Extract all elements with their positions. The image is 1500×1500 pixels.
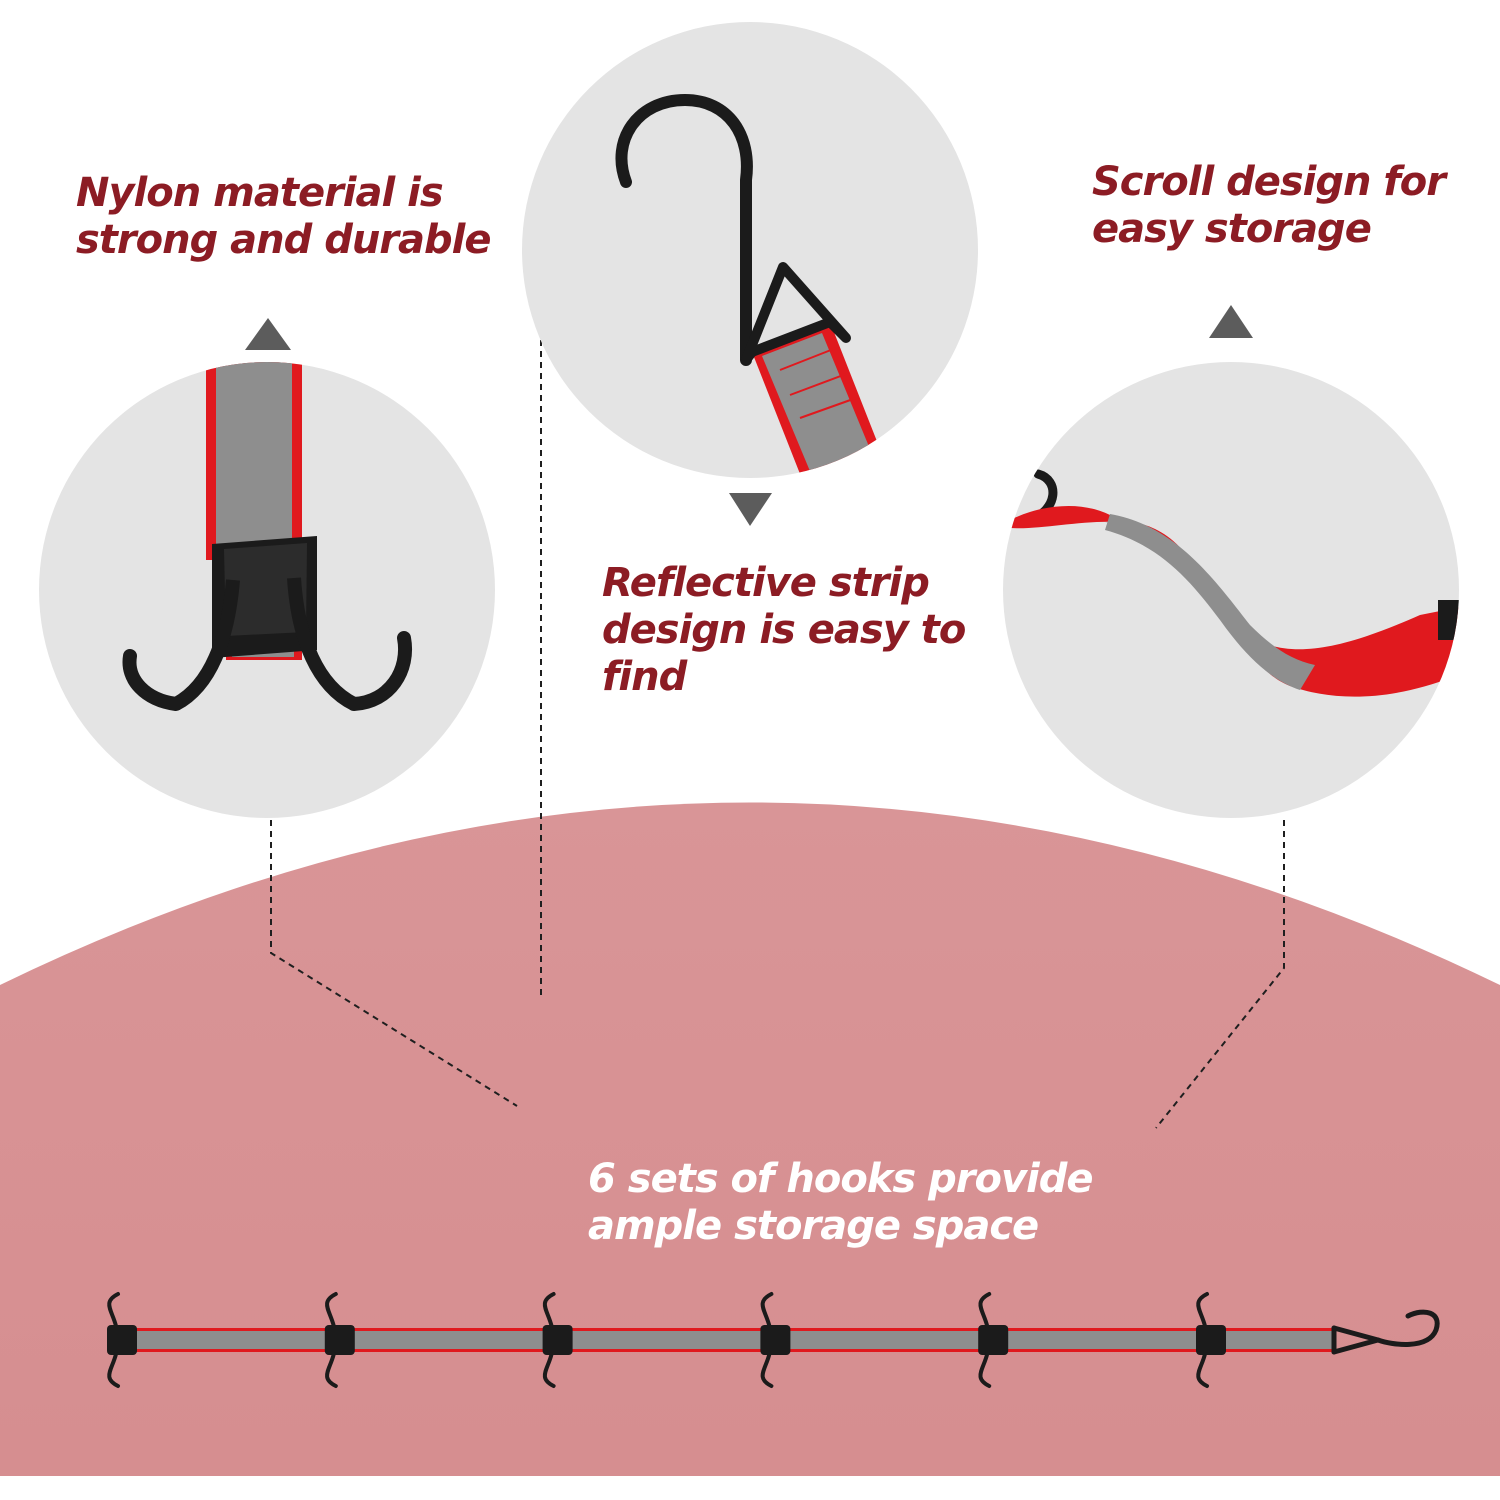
hook-arm <box>760 1292 774 1328</box>
hook-arm <box>325 1292 338 1328</box>
caption-line: design is easy to <box>602 607 966 653</box>
hook-arm <box>542 1352 556 1388</box>
product-strap-full <box>107 1292 1440 1388</box>
s-hook-icon <box>1331 1309 1440 1355</box>
hook-arm <box>1196 1292 1209 1328</box>
caption-line: find <box>602 654 687 700</box>
pink-arc-background <box>0 802 1500 1476</box>
hook-block <box>978 1325 1009 1355</box>
triangle-marker-middle <box>729 493 772 526</box>
detail-circle-double-hook <box>39 362 495 818</box>
double-hook-icon <box>978 1292 1009 1388</box>
circle-background <box>1003 362 1459 818</box>
double-hook-icon <box>542 1292 573 1388</box>
s-hook-icon <box>615 94 851 366</box>
caption-line: 6 sets of hooks provide <box>588 1156 1094 1202</box>
hook-block <box>542 1325 573 1355</box>
caption-hook-sets: 6 sets of hooks provide ample storage sp… <box>588 1156 1094 1250</box>
hook-block <box>107 1325 137 1355</box>
triangle-marker-left <box>245 318 291 350</box>
leader-line-right <box>1155 820 1285 1129</box>
leader-lines <box>270 340 1285 1129</box>
hook-arm <box>107 1352 120 1388</box>
hook-arm <box>325 1352 338 1388</box>
caption-line: easy storage <box>1092 206 1372 252</box>
caption-line: ample storage space <box>588 1203 1039 1249</box>
caption-line: Nylon material is <box>76 170 444 216</box>
caption-nylon-material: Nylon material is strong and durable <box>76 170 491 264</box>
caption-reflective-strip: Reflective strip design is easy to find <box>602 560 966 701</box>
double-hook-icon <box>760 1292 791 1388</box>
triangle-marker-right <box>1209 305 1253 338</box>
hook-sets <box>107 1292 1226 1388</box>
double-hook-icon <box>1196 1292 1226 1388</box>
double-hook-icon <box>107 1292 137 1388</box>
caption-line: Scroll design for <box>1092 159 1446 205</box>
double-hook-icon <box>122 536 412 711</box>
hook-arm <box>760 1352 774 1388</box>
detail-circle-twisted-strap <box>1003 362 1459 818</box>
strap-reflective <box>216 362 292 560</box>
hook-arm <box>1196 1352 1209 1388</box>
hook-arm <box>542 1292 556 1328</box>
caption-line: Reflective strip <box>602 560 930 606</box>
hook-arm <box>978 1352 992 1388</box>
hook-arm <box>107 1292 120 1328</box>
hook-block <box>324 1325 355 1355</box>
hook-block <box>760 1325 791 1355</box>
hook-arm <box>978 1292 992 1328</box>
strap-reflective <box>112 1331 1334 1349</box>
hook-block <box>1196 1325 1226 1355</box>
caption-line: strong and durable <box>76 217 491 263</box>
double-hook-icon <box>324 1292 355 1388</box>
leader-line-left <box>270 820 518 1107</box>
twisted-strap-icon <box>1010 506 1459 697</box>
caption-scroll-design: Scroll design for easy storage <box>1092 159 1446 253</box>
